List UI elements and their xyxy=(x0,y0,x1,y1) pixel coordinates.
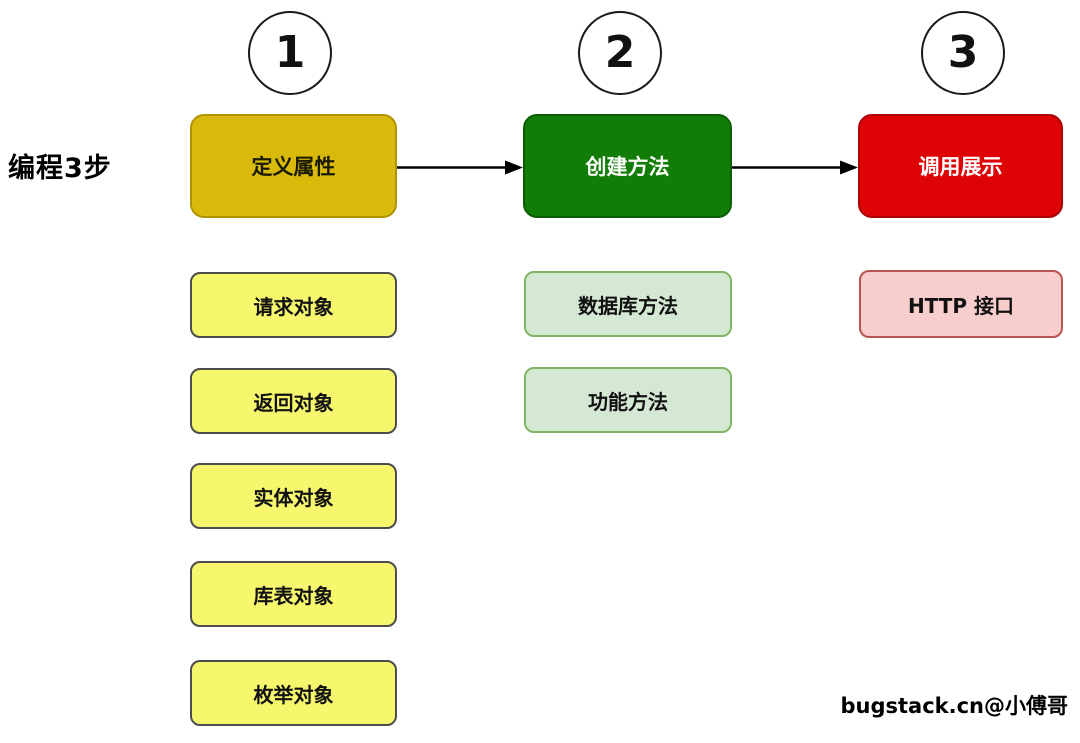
step-3-number-circle: 3 xyxy=(921,11,1005,95)
arrow-step2-to-step3-icon xyxy=(732,160,858,175)
step-1-item: 实体对象 xyxy=(190,463,397,529)
step-1-item: 请求对象 xyxy=(190,272,397,338)
step-2-box: 创建方法 xyxy=(523,114,732,218)
step-3-item: HTTP 接口 xyxy=(859,270,1063,338)
step-2-item: 数据库方法 xyxy=(524,271,732,337)
diagram-title: 编程3步 xyxy=(8,153,112,184)
step-1-box: 定义属性 xyxy=(190,114,397,218)
step-1-item: 枚举对象 xyxy=(190,660,397,726)
step-1-number: 1 xyxy=(274,27,306,78)
watermark-credit: bugstack.cn@小傅哥 xyxy=(840,694,1068,718)
arrow-step1-to-step2-icon xyxy=(397,160,523,175)
step-1-item: 库表对象 xyxy=(190,561,397,627)
step-3-number: 3 xyxy=(947,27,979,78)
step-3-box: 调用展示 xyxy=(858,114,1063,218)
step-2-item: 功能方法 xyxy=(524,367,732,433)
step-2-number: 2 xyxy=(604,27,636,78)
step-1-number-circle: 1 xyxy=(248,11,332,95)
step-1-item: 返回对象 xyxy=(190,368,397,434)
step-2-number-circle: 2 xyxy=(578,11,662,95)
